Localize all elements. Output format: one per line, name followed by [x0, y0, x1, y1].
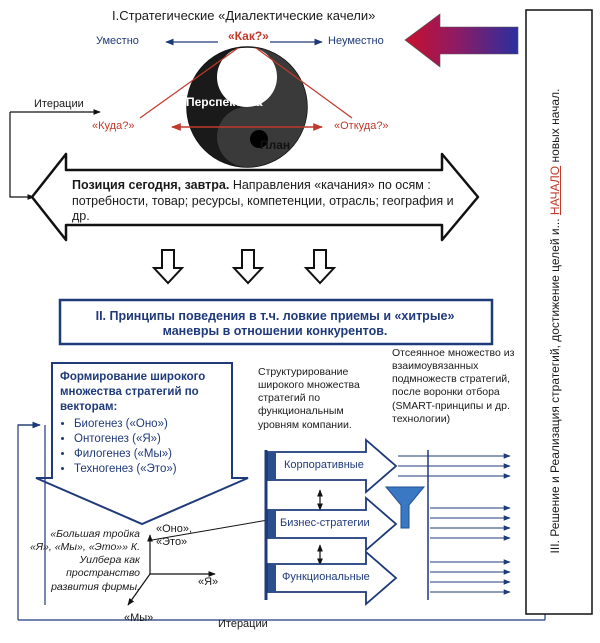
principles-box: [58, 298, 494, 346]
label-where-from: «Откуда?»: [334, 120, 389, 132]
label-iterations-bottom: Итерации: [218, 618, 268, 630]
layer-arrow-corporate: [267, 438, 398, 494]
big-gradient-arrow-icon: [404, 13, 519, 68]
position-double-arrow: [30, 152, 480, 242]
axis-my: [127, 573, 151, 606]
layer-label-corporate: Корпоративные: [284, 459, 364, 471]
red-line-right: [255, 47, 353, 119]
wilber-quote: «Большая тройка «Я», «Мы», «Это»» К. Уил…: [30, 528, 140, 593]
label-plan: План: [260, 138, 291, 152]
layer-label-functional: Функциональные: [282, 571, 370, 583]
label-how: «Как?»: [228, 29, 269, 43]
layer-marker-corporate: [268, 452, 276, 480]
axis-label-ya: «Я»: [198, 576, 219, 588]
label-where-to: «Куда?»: [92, 120, 135, 132]
red-line-left: [139, 47, 239, 119]
label-iterations-top: Итерации: [34, 98, 84, 110]
label-inappropriate: Неуместно: [328, 35, 384, 47]
layer-marker-functional: [268, 564, 276, 592]
funnel-icon: [384, 486, 426, 529]
yin-yang-icon: [186, 46, 308, 168]
sifted-text: Отсеянное множество из взаимоувязанных п…: [392, 347, 515, 425]
formation-list: Биогенез («Оно») Онтогенез («Я») Филоген…: [60, 417, 225, 477]
down-arrow-icon: [151, 249, 185, 285]
list-item: Биогенез («Оно»): [74, 417, 225, 432]
side-result-text: III. Решение и Реализация стратегий, дос…: [548, 88, 562, 554]
formation-arrow-box: [35, 362, 249, 526]
structuring-text: Структурирование широкого множества стра…: [258, 366, 360, 431]
position-text: Позиция сегодня, завтра. Направления «ка…: [72, 178, 454, 224]
down-arrow-icon: [303, 249, 337, 285]
label-appropriate: Уместно: [96, 35, 139, 47]
list-item: Техногенез («Это»): [74, 462, 225, 477]
axis-label-ono-eto: «Оно», «Это»: [156, 523, 193, 549]
layer-arrow-functional: [267, 550, 398, 606]
axis-connector: [151, 519, 269, 541]
layer-label-business: Бизнес-стратегии: [280, 517, 370, 529]
down-arrow-icon: [231, 249, 265, 285]
layer-arrow-business: [267, 496, 398, 552]
list-item: Онтогенез («Я»): [74, 432, 225, 447]
page-title: I.Стратегические «Диалектические качели»: [112, 8, 376, 23]
iterations-top-bracket: [9, 112, 35, 200]
label-perspective: Перспектива: [186, 95, 263, 109]
layer-marker-business: [268, 510, 276, 538]
list-item: Филогенез («Мы»): [74, 447, 225, 462]
principles-text: II. Принципы поведения в т.ч. ловкие при…: [95, 309, 455, 338]
formation-heading: Формирование широкого множества стратеги…: [60, 371, 206, 413]
axis-label-my: «Мы»: [124, 612, 154, 624]
formation-text: Формирование широкого множества стратеги…: [60, 370, 225, 477]
side-result-box: [525, 9, 593, 615]
